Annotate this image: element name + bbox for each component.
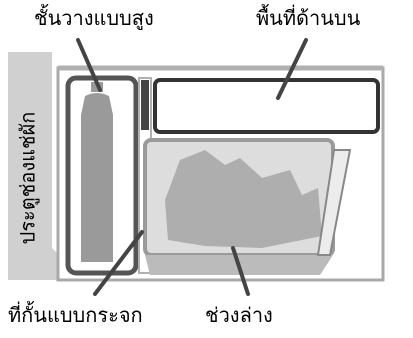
door-pocket-label: ประตูช่องแช่ผัก bbox=[15, 111, 39, 244]
door-pocket-label-wrap: ประตูช่องแช่ผัก bbox=[8, 90, 46, 265]
glass-divider-label: ที่กั้นแบบกระจก bbox=[8, 303, 143, 327]
lower-area-label: ช่วงล่าง bbox=[205, 303, 273, 327]
crisper-door bbox=[8, 52, 62, 280]
vegetables bbox=[165, 150, 322, 248]
leader-glass-divider bbox=[93, 230, 144, 296]
leader-lower-area bbox=[231, 246, 250, 296]
leader-upper-area bbox=[276, 38, 308, 100]
leader-tall-shelf bbox=[76, 38, 102, 92]
upper-area-label: พื้นที่ด้านบน bbox=[256, 6, 361, 30]
tall-shelf-label: ชั้นวางแบบสูง bbox=[34, 6, 154, 30]
upper-area-tray bbox=[153, 78, 380, 134]
bottle-shape bbox=[81, 82, 113, 262]
crisper-slide bbox=[316, 149, 352, 256]
